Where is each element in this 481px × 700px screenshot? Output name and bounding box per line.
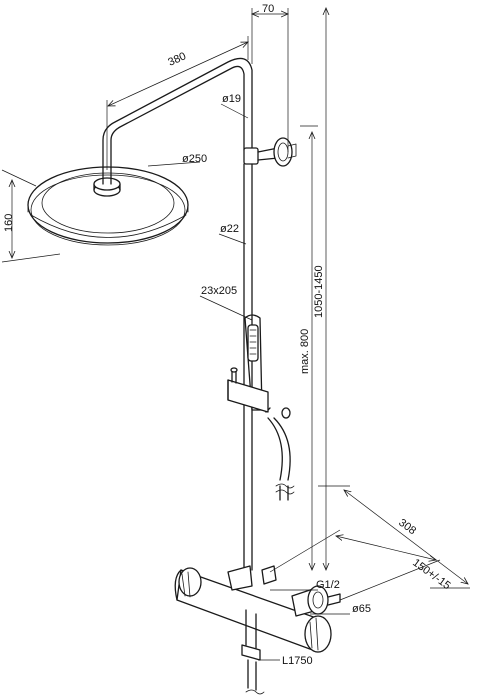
dim-label-inlet-spacing: 150+/-15: [410, 557, 452, 592]
dim-label-hose-length: L1750: [282, 655, 313, 667]
dim-label-total-height: 1050-1450: [313, 265, 325, 318]
dim-lines: [1, 8, 470, 661]
dim-label-head-height: 160: [3, 214, 15, 232]
shower-arm: [102, 57, 253, 169]
dim-label-70: 70: [262, 3, 274, 15]
dim-label-head-diameter: ø250: [182, 153, 207, 165]
dim-label-max-height: max. 800: [299, 329, 311, 374]
thermostatic-mixer: [174, 565, 341, 695]
dim-label-arm-diameter: ø19: [222, 93, 241, 105]
wall-bracket: [243, 137, 297, 167]
dim-label-depth: 308: [396, 517, 418, 537]
hand-shower-holder: [227, 367, 291, 419]
mixer-knob-left: [178, 567, 202, 597]
wall-flange: [273, 137, 293, 167]
shower-hose: [267, 417, 295, 501]
shower-head-lower-rim: [30, 174, 186, 246]
dim-label-handshower: 23x205: [201, 285, 237, 297]
dim-label-flange-diameter: ø65: [352, 603, 371, 615]
dim-label-thread: G1/2: [316, 579, 340, 591]
hand-shower-head: [247, 324, 259, 362]
shower-rail: [243, 163, 253, 571]
shower-head-inner-rim: [41, 172, 175, 234]
shower-head: [27, 166, 189, 246]
dim-label-380: 380: [166, 50, 188, 68]
rail-clamp: [243, 147, 259, 165]
dim-label-rail-diameter: ø22: [220, 223, 239, 235]
